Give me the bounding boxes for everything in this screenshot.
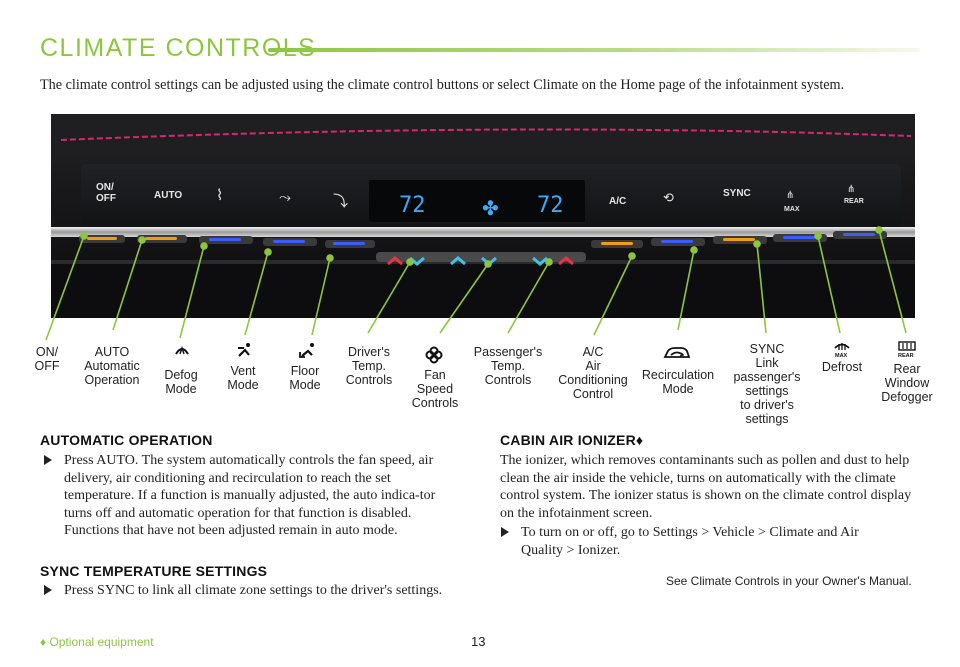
- heading-sync-temperature: SYNC TEMPERATURE SETTINGS: [40, 563, 268, 579]
- panel-defog-icon: ⌇: [216, 188, 223, 204]
- panel-label-ac: A/C: [609, 196, 626, 207]
- callout-defog: Defog Mode: [164, 368, 198, 396]
- intro-text: The climate control settings can be adju…: [40, 77, 845, 93]
- title-rule: [268, 48, 920, 52]
- bullet-automatic-text: Press AUTO. The system automatically con…: [64, 453, 436, 539]
- heading-automatic-operation: AUTOMATIC OPERATION: [40, 432, 213, 448]
- bullet-arrow-icon: [501, 527, 509, 537]
- red-stitching: [60, 128, 912, 141]
- heading-cabin-air-ionizer: CABIN AIR IONIZER♦: [500, 432, 644, 448]
- bullet-ionizer: To turn on or off, go to Settings > Vehi…: [501, 524, 901, 559]
- floor-mode-icon: [298, 342, 316, 362]
- callout-floor: Floor Mode: [289, 364, 321, 392]
- callout-driver-temp: Driver's Temp. Controls: [345, 345, 393, 387]
- panel-label-max: MAX: [784, 206, 800, 213]
- bullet-arrow-icon: [44, 455, 52, 465]
- climate-panel-illustration: ON/ OFF AUTO ⌇ ⤳ ⤵ 72 ✤ 72 A/C ⟲ SYNC ⋔ …: [51, 114, 915, 318]
- bullet-ionizer-text: To turn on or off, go to Settings > Vehi…: [521, 525, 859, 558]
- led-button-row: [79, 231, 887, 266]
- callout-rear-defogger: Rear Window Defogger: [881, 362, 933, 404]
- callout-fan-speed: Fan Speed Controls: [411, 368, 459, 410]
- defog-mode-icon: [174, 342, 190, 360]
- fan-icon: [425, 346, 443, 368]
- callout-on-off: ON/ OFF: [34, 345, 60, 373]
- panel-label-rear: REAR: [844, 198, 864, 205]
- display-passenger-temp: 72: [537, 193, 564, 218]
- callout-recirculation: Recirculation Mode: [641, 368, 715, 396]
- callout-vent: Vent Mode: [227, 364, 259, 392]
- panel-floor-icon: ⤵: [333, 193, 348, 210]
- bullet-sync: Press SYNC to link all climate zone sett…: [44, 582, 464, 600]
- ionizer-paragraph: The ionizer, which removes contaminants …: [500, 453, 912, 521]
- climate-panel-photo: ON/ OFF AUTO ⌇ ⤳ ⤵ 72 ✤ 72 A/C ⟲ SYNC ⋔ …: [51, 114, 915, 318]
- recirculation-icon: [663, 346, 691, 364]
- see-owners-manual: See Climate Controls in your Owner's Man…: [666, 574, 912, 588]
- callout-defrost: Defrost: [821, 360, 863, 374]
- page-number: 13: [471, 634, 486, 649]
- rear-icon-text: REAR: [898, 353, 914, 358]
- panel-label-auto: AUTO: [154, 190, 182, 201]
- panel-recirc-icon: ⟲: [663, 190, 674, 205]
- bullet-arrow-icon: [44, 585, 52, 595]
- panel-defrost-icon: ⋔: [786, 190, 794, 201]
- display-driver-temp: 72: [399, 193, 426, 218]
- vent-mode-icon: [236, 342, 254, 362]
- svg-text:OFF: OFF: [96, 193, 116, 204]
- bullet-automatic: Press AUTO. The system automatically con…: [44, 452, 464, 540]
- display-fan-icon: ✤: [482, 198, 499, 220]
- panel-vent-icon: ⤳: [279, 190, 291, 206]
- callout-passenger-temp: Passenger's Temp. Controls: [473, 345, 543, 387]
- panel-rear-icon: ⋔: [847, 184, 855, 195]
- panel-label-onoff: ON/: [96, 182, 114, 193]
- rear-defogger-icon: REAR: [897, 340, 917, 362]
- title-row: CLIMATE CONTROLS: [40, 34, 920, 66]
- panel-label-sync: SYNC: [723, 188, 751, 199]
- callout-sync: SYNC Link passenger's settings to driver…: [733, 342, 801, 426]
- bullet-sync-text: Press SYNC to link all climate zone sett…: [64, 583, 443, 598]
- optional-equipment-footnote: ♦ Optional equipment: [40, 635, 154, 649]
- max-icon-text: MAX: [835, 353, 848, 358]
- callout-ac: A/C Air Conditioning Control: [558, 345, 628, 401]
- defrost-max-icon: MAX: [833, 340, 851, 362]
- callout-auto: AUTO Automatic Operation: [84, 345, 140, 387]
